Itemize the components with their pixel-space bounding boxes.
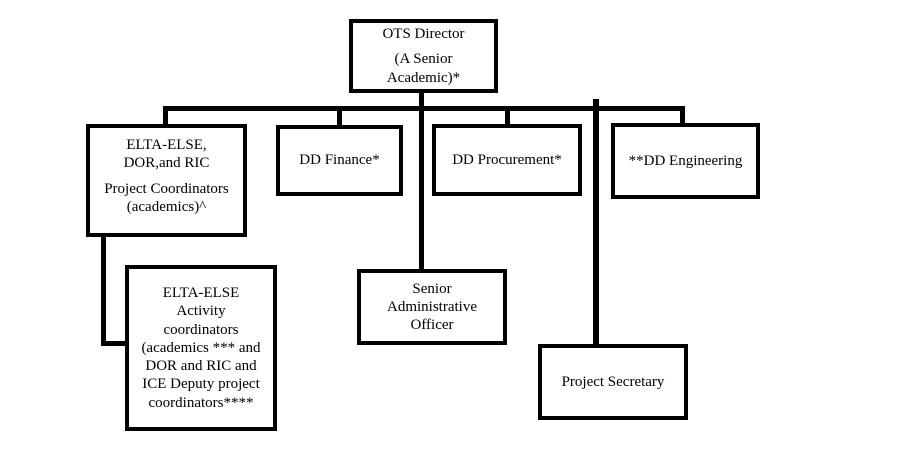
node-project-secretary-title: Project Secretary <box>561 373 665 390</box>
node-senior-admin-officer: Senior Administrative Officer <box>357 269 507 345</box>
node-ots-director-title: OTS Director <box>382 26 465 43</box>
node-ots-director-subtitle: (A Senior Academic)* <box>386 51 461 86</box>
node-activity-coordinators: ELTA-ELSE Activity coordinators (academi… <box>125 265 277 431</box>
connector-project-secretary-vertical <box>593 99 599 348</box>
connector-activity-elbow-vertical <box>101 232 106 346</box>
node-dd-engineering-title: **DD Engineering <box>628 152 743 169</box>
node-dd-procurement: DD Procurement* <box>432 124 582 196</box>
connector-drop-dd-finance <box>337 106 342 129</box>
connector-main-horizontal <box>163 106 685 111</box>
node-project-secretary: Project Secretary <box>538 344 688 420</box>
node-dd-finance-title: DD Finance* <box>299 152 380 169</box>
node-senior-admin-officer-title: Senior Administrative Officer <box>387 280 477 334</box>
node-activity-coordinators-title: ELTA-ELSE Activity coordinators (academi… <box>141 284 261 411</box>
node-dd-engineering: **DD Engineering <box>611 123 760 199</box>
connector-director-main-vertical <box>419 90 424 272</box>
node-dd-procurement-title: DD Procurement* <box>452 151 562 168</box>
node-project-coordinators: ELTA-ELSE, DOR,and RIC Project Coordinat… <box>86 124 247 237</box>
node-project-coordinators-title: ELTA-ELSE, DOR,and RIC <box>123 137 210 172</box>
connector-drop-project-coordinators <box>163 106 168 128</box>
node-project-coordinators-subtitle: Project Coordinators (academics)^ <box>104 180 229 215</box>
connector-drop-dd-engineering <box>680 106 685 127</box>
node-dd-finance: DD Finance* <box>276 125 403 196</box>
node-ots-director: OTS Director (A Senior Academic)* <box>349 19 498 93</box>
connector-drop-dd-procurement <box>505 106 510 128</box>
connector-activity-elbow-horizontal <box>101 341 129 346</box>
